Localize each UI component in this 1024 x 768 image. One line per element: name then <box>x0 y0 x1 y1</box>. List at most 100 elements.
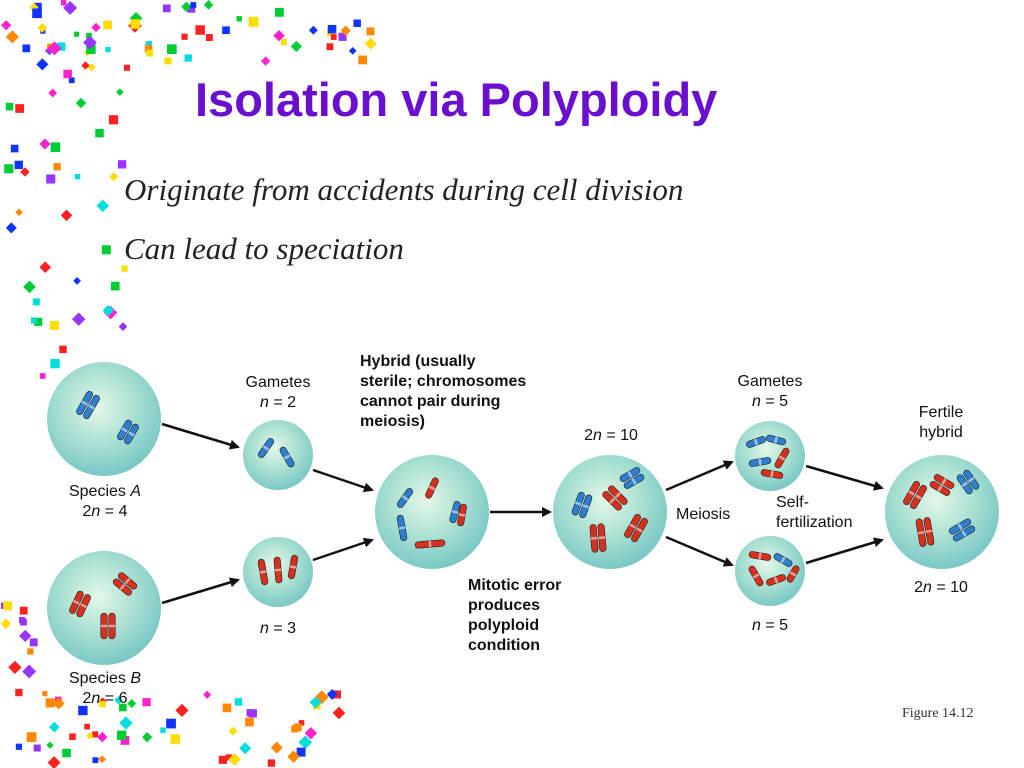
mitotic-line-4: condition <box>468 637 540 654</box>
mitotic-line-2: produces <box>468 597 541 614</box>
gametes-a-label: Gametes n = 2 <box>234 373 322 413</box>
confetti-piece <box>326 43 334 51</box>
fertile-hybrid-label: Fertile hybrid <box>896 403 986 443</box>
confetti-piece <box>5 222 17 234</box>
confetti-piece <box>228 726 238 736</box>
confetti-piece <box>10 144 19 153</box>
confetti-piece <box>203 0 214 10</box>
fertile-line-2: hybrid <box>919 424 963 441</box>
confetti-piece <box>308 25 318 35</box>
red-chromosome <box>69 590 84 614</box>
confetti-piece <box>205 34 213 41</box>
confetti-piece <box>358 55 368 65</box>
confetti-piece <box>15 688 23 697</box>
arrows <box>161 422 884 605</box>
gametes-d-value: = 5 <box>765 617 789 634</box>
meiosis-label: Meiosis <box>676 506 731 523</box>
blue-chromosome <box>397 488 413 508</box>
confetti-piece <box>71 312 86 326</box>
confetti-piece <box>36 58 49 71</box>
mitotic-line-1: Mitotic error <box>468 577 562 594</box>
species-b-text: Species <box>68 670 126 687</box>
confetti-piece <box>108 115 119 125</box>
confetti-piece <box>26 732 37 742</box>
species-a-label: Species A 2n = 4 <box>50 482 160 522</box>
confetti-piece <box>142 732 153 743</box>
gametes-c-var: n <box>751 393 761 410</box>
blue-chromosome <box>748 457 772 467</box>
blue-chromosome <box>963 469 980 490</box>
confetti-piece <box>68 77 75 84</box>
slide-title: Isolation via Polyploidy <box>195 73 718 126</box>
confetti-piece <box>52 697 65 710</box>
confetti-piece <box>119 703 127 712</box>
confetti-piece <box>84 723 90 730</box>
blue-chromosome <box>773 553 793 567</box>
red-chromosome <box>786 565 800 583</box>
confetti-piece <box>144 45 153 53</box>
red-chromosome <box>929 481 951 496</box>
confetti-piece <box>162 4 171 13</box>
confetti-piece <box>187 4 196 13</box>
red-chromosome <box>597 523 607 552</box>
red-chromosome <box>624 514 641 538</box>
confetti-piece <box>99 700 106 708</box>
blue-chromosome <box>952 525 976 542</box>
confetti-piece <box>190 2 197 9</box>
red-chromosome <box>273 556 283 584</box>
red-chromosome <box>108 612 116 640</box>
confetti-piece <box>34 317 43 326</box>
confetti-piece <box>29 638 38 647</box>
confetti-piece <box>236 16 242 22</box>
gametes-c-title: Gametes <box>737 373 803 390</box>
red-chromosome <box>118 572 138 590</box>
confetti-piece <box>63 69 72 79</box>
confetti-piece <box>62 748 71 758</box>
confetti-piece <box>103 20 112 30</box>
red-chromosome <box>631 518 648 542</box>
red-chromosome <box>774 447 790 469</box>
confetti-piece <box>50 320 59 330</box>
blue-chromosome <box>449 500 461 524</box>
confetti-piece <box>49 721 60 733</box>
hybrid-line-4: meiosis) <box>360 413 425 430</box>
confetti-piece <box>142 698 151 707</box>
hybrid-cell <box>375 455 489 569</box>
polyploid-label: 2n = 10 <box>566 426 656 446</box>
confetti-piece <box>267 759 276 767</box>
confetti-piece <box>32 298 40 306</box>
confetti-piece <box>120 736 130 745</box>
blue-chromosome <box>746 436 766 448</box>
confetti-piece <box>1 20 12 31</box>
gametes-b-label: n = 3 <box>234 619 322 639</box>
gametes-a-var: n <box>259 394 269 411</box>
species-a-ploidy-pre: 2 <box>82 503 92 520</box>
blue-chromosome <box>579 494 593 519</box>
confetti-piece <box>20 167 30 177</box>
species-a-text: Species <box>68 483 126 500</box>
confetti-piece <box>130 19 141 29</box>
confetti-piece <box>92 731 99 738</box>
confetti-piece <box>146 49 154 57</box>
blue-chromosome <box>83 395 100 419</box>
confetti-piece <box>246 709 254 717</box>
confetti-piece <box>57 42 66 51</box>
blue-chromosome <box>765 434 787 446</box>
confetti-piece <box>47 756 61 768</box>
mitotic-line-3: polyploid <box>468 617 540 634</box>
arrow-gametes-d-to-fertile <box>805 537 884 565</box>
gametes-a-value: = 2 <box>273 394 297 411</box>
species-b-label: Species B 2n = 6 <box>50 669 160 709</box>
hybrid-line-1: Hybrid (usually <box>360 353 476 370</box>
confetti-piece <box>96 199 109 213</box>
species-a-letter: A <box>130 483 142 500</box>
confetti-piece <box>27 648 34 655</box>
red-chromosome <box>933 474 955 489</box>
species-b-letter: B <box>130 670 142 687</box>
confetti-piece <box>15 104 25 113</box>
confetti-piece <box>15 208 23 217</box>
confetti-piece <box>245 717 254 727</box>
confetti-piece <box>293 723 302 732</box>
red-chromosome <box>425 477 439 499</box>
arrow-gametes-b-to-hybrid <box>312 537 374 562</box>
